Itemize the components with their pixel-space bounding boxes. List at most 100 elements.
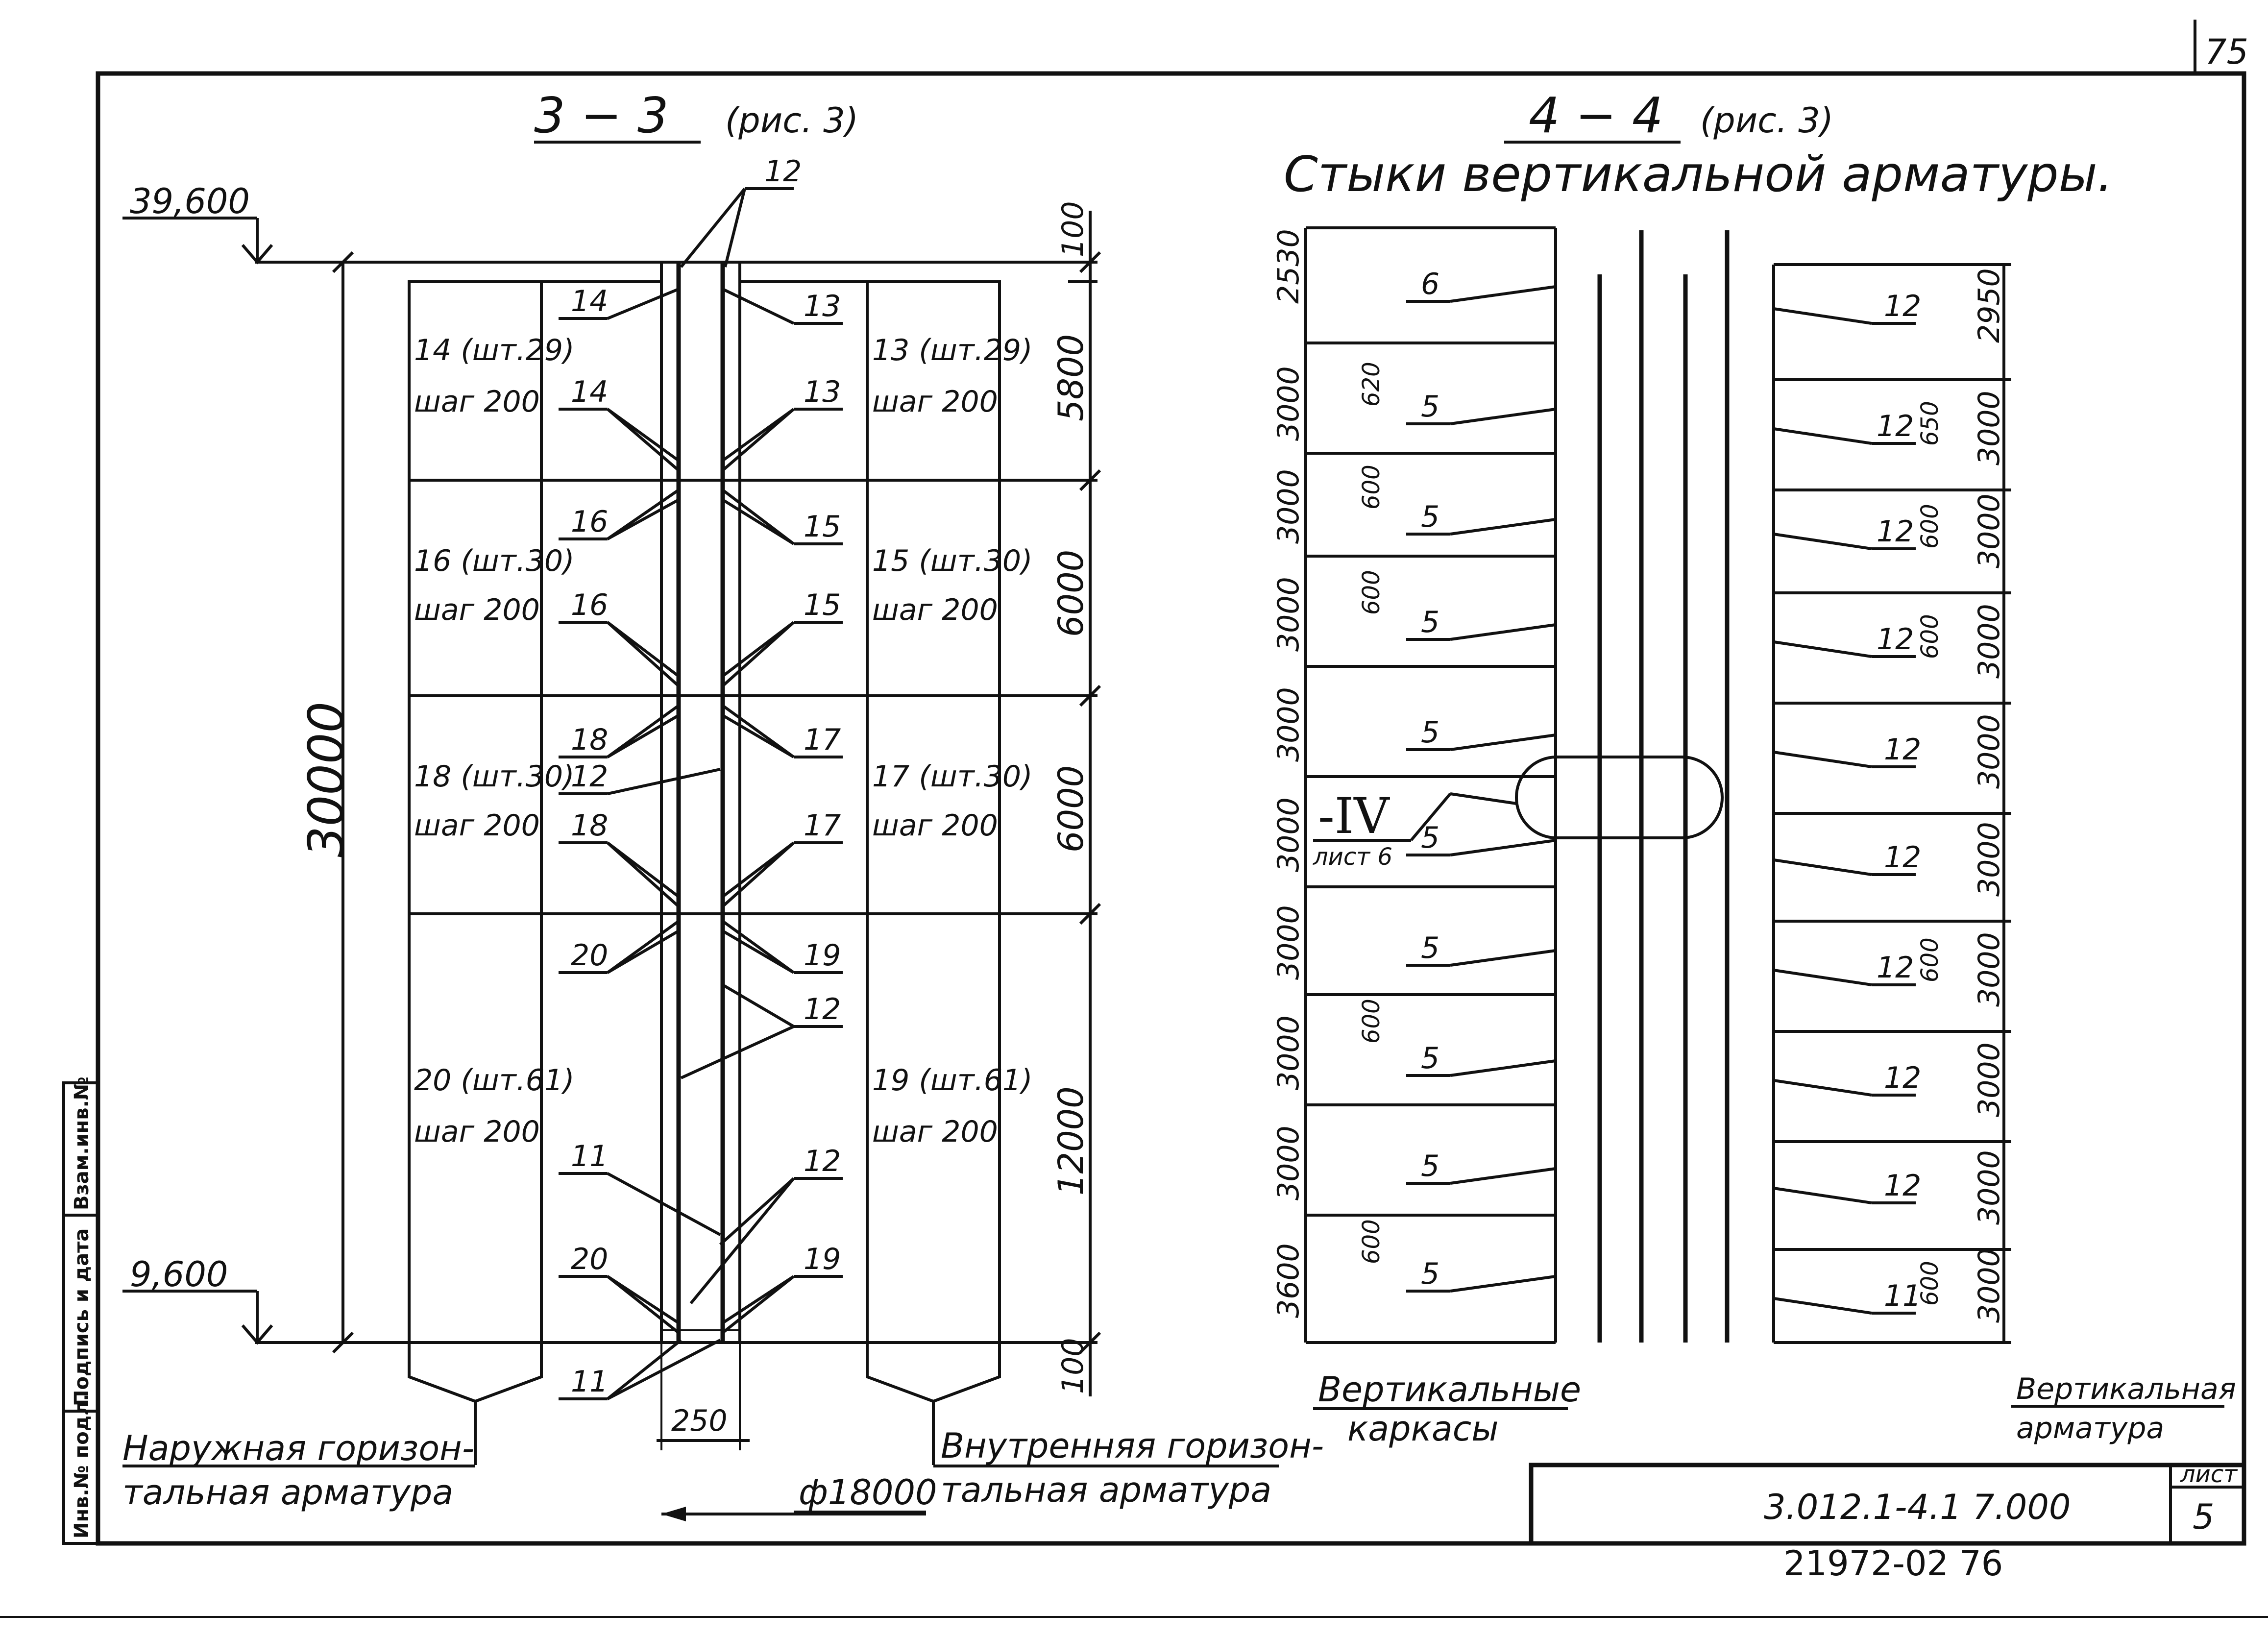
document-number: 21972-02 76: [1783, 1543, 2003, 1584]
left-dim-5: 3000: [1271, 687, 1306, 762]
tier4-mark-left-a: 20: [571, 938, 608, 973]
tier1-outer-bar: 14 (шт.29): [414, 333, 575, 367]
left-mark-7: 5: [1421, 931, 1439, 965]
left-mark-9: 5: [1421, 1149, 1439, 1183]
view-4-4: 4 − 4 (рис. 3) Стыки вертикальной армату…: [1271, 87, 2236, 1449]
tier-height-3: 6000: [1051, 765, 1091, 853]
diameter-dim: ф18000: [799, 1472, 937, 1513]
left-lap-1: 620: [1358, 362, 1385, 407]
right-mark-2: 12: [1877, 409, 1914, 443]
tier4-mark-right-b: 19: [804, 1242, 841, 1276]
tier4-mark-right-12b: 12: [804, 1144, 841, 1178]
right-mark-6: 12: [1884, 840, 1921, 875]
right-dim-2: 3000: [1972, 391, 2006, 465]
right-mark-9: 12: [1884, 1169, 1921, 1203]
tier3-inner-step: шаг 200: [872, 808, 998, 843]
tier3-mark-right-a: 17: [804, 723, 841, 757]
tier4-outer-bar: 20 (шт.61): [414, 1063, 575, 1098]
tier-height-4: 12000: [1051, 1086, 1091, 1196]
tier4-inner-bar: 19 (шт.61): [872, 1063, 1033, 1098]
tier3-mark-left-a: 18: [571, 723, 608, 757]
tier1-inner-bar: 13 (шт.29): [872, 333, 1033, 367]
section-3-3-label: 3 − 3: [534, 87, 669, 144]
tier1-mark-left-b: 14: [571, 375, 608, 409]
left-dim-3: 3000: [1271, 469, 1306, 544]
stamp-replaces-inv: Взам.инв.№: [71, 1076, 93, 1210]
right-dim-7: 3000: [1972, 932, 2006, 1007]
total-height-dim: 30000: [297, 702, 355, 857]
tier2-outer-bar: 16 (шт.30): [414, 544, 575, 578]
wall-width-dim: 250: [671, 1404, 728, 1438]
view-3-3: 3 − 3 (рис. 3) 39,600 9,600 30000: [122, 87, 1324, 1521]
right-dim-5: 3000: [1972, 714, 2006, 789]
tier2-inner-bar: 15 (шт.30): [872, 544, 1033, 578]
tier3-outer-step: шаг 200: [414, 808, 540, 843]
right-lap-2: 600: [1916, 504, 1944, 549]
left-lap-4: 600: [1358, 999, 1385, 1044]
right-dim-6: 3000: [1972, 822, 2006, 897]
section-4-4-label: 4 − 4: [1529, 87, 1663, 144]
bottom-mark-11: 11: [571, 1365, 608, 1399]
left-dim-2: 3000: [1271, 366, 1306, 441]
tier1-mark-right-a: 13: [804, 289, 841, 323]
left-dim-8: 3000: [1271, 1015, 1306, 1090]
right-mark-4: 12: [1877, 622, 1914, 657]
tier2-mark-right-a: 15: [804, 510, 841, 544]
left-dim-1: 2530: [1271, 229, 1306, 304]
tier2-outer-step: шаг 200: [414, 593, 540, 627]
tier-height-2: 6000: [1051, 550, 1091, 637]
tier4-outer-step: шаг 200: [414, 1115, 540, 1149]
sheet-frame: [96, 71, 2246, 1546]
left-mark-2: 5: [1421, 390, 1439, 424]
left-dim-4: 3000: [1271, 577, 1306, 652]
wall-section: [660, 261, 741, 1344]
right-mark-7: 12: [1877, 951, 1914, 985]
detail-iv-oval: [1515, 756, 1724, 839]
tier4-inner-step: шаг 200: [872, 1115, 998, 1149]
corner-sheet-number: 75: [2205, 32, 2248, 72]
tier2-mark-right-b: 15: [804, 588, 841, 622]
right-lap-3: 600: [1916, 614, 1944, 659]
right-mark-10: 11: [1884, 1279, 1921, 1313]
side-stamp: Инв.№ подл. Подпись и дата Взам.инв.№: [62, 1076, 99, 1545]
tier3-mark-left-12: 12: [571, 759, 608, 794]
tier2-inner-step: шаг 200: [872, 593, 998, 627]
left-lap-5: 600: [1358, 1219, 1385, 1264]
tier2-mark-left-b: 16: [571, 588, 608, 622]
drawing-code: 3.012.1-4.1 7.000: [1764, 1487, 2071, 1527]
left-dim-7: 3000: [1271, 905, 1306, 980]
elevation-bottom: 9,600: [130, 1254, 228, 1295]
right-mark-3: 12: [1877, 514, 1914, 549]
title-block: 3.012.1-4.1 7.000 лист 5 21972-02 76: [1529, 1461, 2246, 1584]
inner-caption-2: тальная арматура: [941, 1470, 1271, 1510]
tier1-mark-left-a: 14: [571, 284, 608, 318]
left-mark-3: 5: [1421, 500, 1439, 534]
left-mark-5: 5: [1421, 715, 1439, 750]
tier2-mark-left-a: 16: [571, 505, 608, 539]
tier-height-1: 5800: [1051, 334, 1091, 421]
right-mark-1: 12: [1884, 289, 1921, 323]
left-lap-2: 600: [1358, 464, 1385, 510]
left-levels: [1306, 342, 1556, 1217]
right-mark-5: 12: [1884, 733, 1921, 767]
sheet-number: 5: [2193, 1497, 2215, 1537]
tier3-outer-bar: 18 (шт.30): [414, 759, 575, 794]
section-4-4-ref: (рис. 3): [1700, 100, 1833, 141]
outer-caption-2: тальная арматура: [122, 1472, 453, 1513]
right-dim-1: 2950: [1972, 268, 2006, 343]
right-dim-3: 3000: [1972, 493, 2006, 568]
tier3-mark-right-b: 17: [804, 808, 841, 843]
tier4-mark-right-a: 19: [804, 938, 841, 973]
elevation-top: 39,600: [130, 181, 250, 221]
detail-iv-ref: лист 6: [1313, 843, 1392, 871]
right-levels: [1774, 378, 2011, 1251]
cage-caption-1: Вертикальные: [1318, 1369, 1581, 1410]
left-mark-10: 5: [1421, 1257, 1439, 1291]
bottom-offset-dim: 100: [1056, 1338, 1090, 1394]
detail-iv-callout: -IV: [1318, 787, 1390, 845]
section-4-4-subtitle: Стыки вертикальной арматуры.: [1284, 146, 2113, 203]
left-dim-6: 3000: [1271, 797, 1306, 872]
tier4-mark-left-b: 20: [571, 1242, 608, 1276]
tier3-inner-bar: 17 (шт.30): [872, 759, 1033, 794]
